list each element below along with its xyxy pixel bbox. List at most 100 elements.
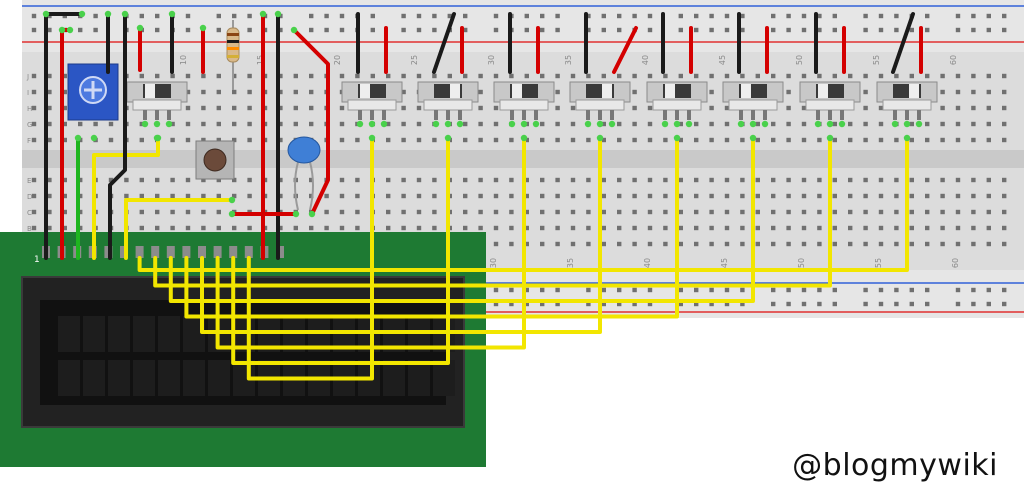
breadboard-hole xyxy=(771,121,776,127)
lcd-pin1-label: 1 xyxy=(34,255,40,265)
column-number-label: 60 xyxy=(949,55,958,65)
breadboard-hole xyxy=(93,27,98,33)
breadboard-hole xyxy=(386,177,391,183)
breadboard-hole xyxy=(632,301,637,307)
breadboard-hole xyxy=(478,177,483,183)
breadboard-hole xyxy=(309,89,314,95)
breadboard-hole xyxy=(786,105,791,111)
breadboard-hole xyxy=(755,121,760,127)
breadboard-hole xyxy=(478,225,483,231)
row-letter-label: C xyxy=(27,209,32,217)
breadboard-hole xyxy=(524,241,529,247)
breadboard-hole xyxy=(801,287,807,293)
breadboard-hole xyxy=(524,137,529,143)
watermark-text: @blogmywiki xyxy=(792,448,998,483)
breadboard-hole xyxy=(801,121,807,127)
breadboard-hole xyxy=(724,73,730,79)
breadboard-hole xyxy=(632,287,637,293)
connection-dot xyxy=(104,10,112,18)
breadboard-hole xyxy=(694,209,699,215)
breadboard-hole xyxy=(940,177,945,183)
breadboard-hole xyxy=(694,287,699,293)
lcd-header-pin xyxy=(198,246,206,258)
breadboard-hole xyxy=(586,137,591,143)
breadboard-hole xyxy=(31,89,37,95)
breadboard-hole xyxy=(878,241,884,247)
breadboard-hole xyxy=(709,193,714,199)
column-number-label: 30 xyxy=(487,55,496,65)
breadboard-hole xyxy=(1002,73,1007,79)
breadboard-hole xyxy=(863,105,868,111)
connection-dot xyxy=(673,120,681,128)
connection-dot xyxy=(42,10,50,18)
breadboard-hole xyxy=(740,177,745,183)
breadboard-hole xyxy=(493,301,499,307)
breadboard-hole xyxy=(848,177,853,183)
connection-dot xyxy=(673,134,681,142)
row-letter-label: F xyxy=(27,137,31,145)
switch-lever xyxy=(909,84,919,98)
connection-dot xyxy=(826,134,834,142)
breadboard-hole xyxy=(617,177,622,183)
breadboard-hole xyxy=(755,241,760,247)
breadboard-hole xyxy=(863,137,868,143)
breadboard-hole xyxy=(216,73,221,79)
breadboard-hole xyxy=(678,241,683,247)
breadboard-hole xyxy=(355,177,360,183)
breadboard-hole xyxy=(555,241,560,247)
switch-lever xyxy=(450,84,460,98)
breadboard-hole xyxy=(185,89,191,95)
breadboard-hole xyxy=(878,121,884,127)
breadboard-hole xyxy=(432,13,437,19)
breadboard-hole xyxy=(694,13,699,19)
breadboard-hole xyxy=(570,73,576,79)
breadboard-hole xyxy=(925,209,930,215)
breadboard-hole xyxy=(894,13,899,19)
lcd-character-cell xyxy=(408,360,430,396)
breadboard-hole xyxy=(339,209,345,215)
breadboard-hole xyxy=(663,177,668,183)
breadboard-hole xyxy=(201,193,206,199)
breadboard-hole xyxy=(170,193,175,199)
breadboard-hole xyxy=(47,137,52,143)
lcd-header-pin xyxy=(135,246,144,258)
breadboard-hole xyxy=(493,193,499,199)
lcd-character-cell xyxy=(183,360,205,396)
lcd-character-cell xyxy=(158,360,180,396)
breadboard-hole xyxy=(678,13,683,19)
breadboard-hole xyxy=(201,121,206,127)
breadboard-hole xyxy=(216,209,221,215)
breadboard-hole xyxy=(755,209,760,215)
breadboard-hole xyxy=(524,301,529,307)
breadboard-hole xyxy=(709,225,714,231)
connection-dot xyxy=(444,120,452,128)
breadboard-hole xyxy=(1002,105,1007,111)
ceramic-capacitor xyxy=(287,136,321,211)
connection-dot xyxy=(168,10,176,18)
breadboard-hole xyxy=(971,73,976,79)
lcd-header-pin xyxy=(166,246,175,258)
breadboard-hole xyxy=(694,73,699,79)
breadboard-hole xyxy=(355,209,360,215)
connection-dot xyxy=(74,134,82,142)
breadboard-hole xyxy=(940,89,945,95)
wire-capacitor-loop xyxy=(292,28,330,216)
row-letter-label: H xyxy=(27,105,32,113)
breadboard-hole xyxy=(771,225,776,231)
breadboard-hole xyxy=(493,105,499,111)
breadboard-hole xyxy=(771,193,776,199)
breadboard-hole xyxy=(632,193,637,199)
breadboard-hole xyxy=(925,177,930,183)
breadboard-hole xyxy=(925,121,930,127)
breadboard-hole xyxy=(540,287,545,293)
breadboard-hole xyxy=(386,73,391,79)
breadboard-hole xyxy=(617,27,622,33)
breadboard-hole xyxy=(801,73,807,79)
breadboard-hole xyxy=(863,241,868,247)
breadboard-hole xyxy=(878,13,884,19)
breadboard-hole xyxy=(355,193,360,199)
breadboard-hole xyxy=(940,105,945,111)
breadboard-hole xyxy=(247,225,252,231)
breadboard-hole xyxy=(432,177,437,183)
breadboard-hole xyxy=(848,209,853,215)
